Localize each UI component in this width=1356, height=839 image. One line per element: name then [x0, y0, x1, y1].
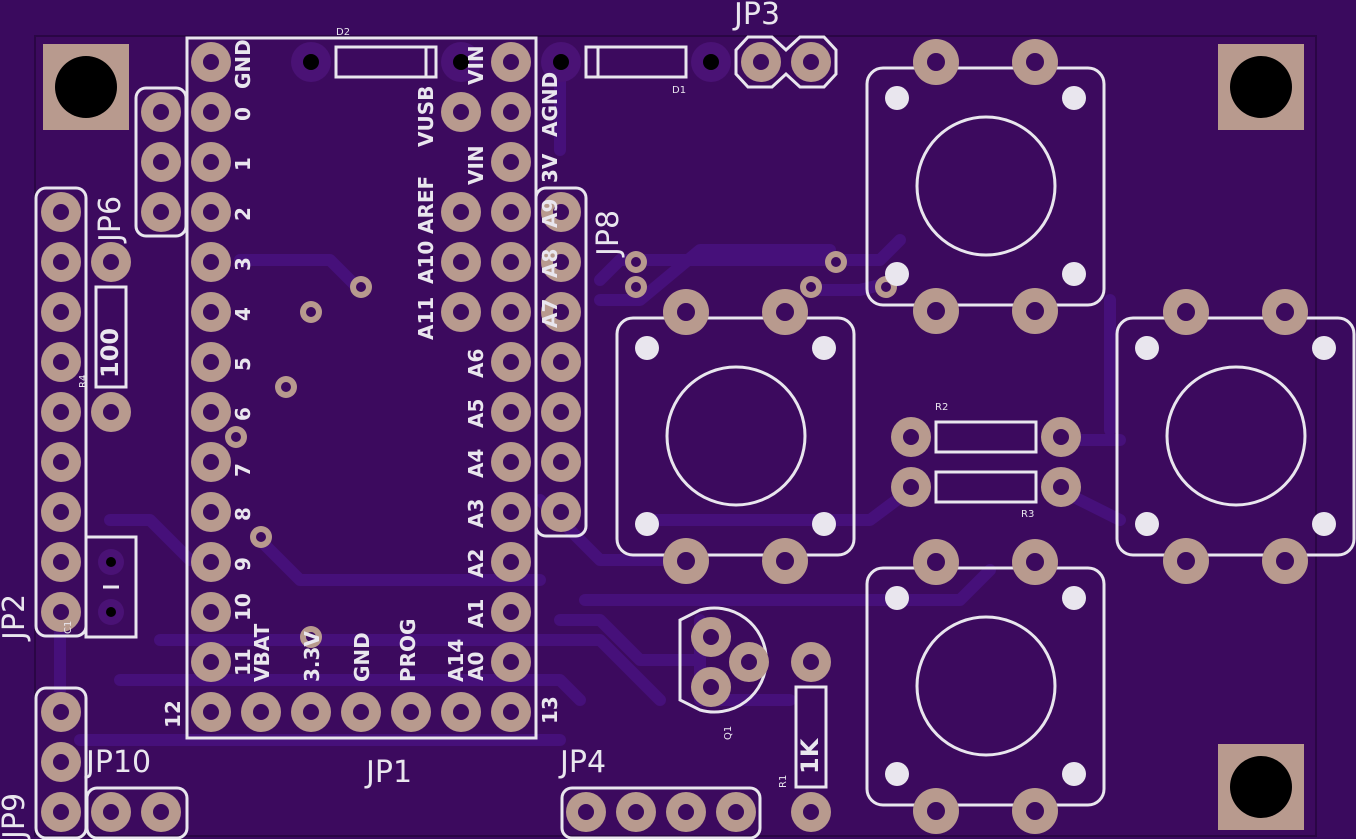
header-jp10 [85, 786, 189, 839]
pushbutton-top [865, 39, 1106, 334]
resistor-r1 [791, 642, 831, 832]
mounting-holes [43, 44, 1304, 830]
jp1-bottom-pads [241, 692, 481, 732]
header-jp2 [34, 186, 88, 638]
pushbutton-bottom [865, 539, 1106, 834]
capacitor-c1 [84, 535, 138, 639]
header-jp8 [534, 186, 588, 538]
resistor-r3 [891, 467, 1081, 507]
header-jp9 [34, 686, 88, 839]
jp1-inner-pads [441, 92, 481, 332]
jp1-right-pads [491, 42, 531, 732]
header-jp4 [560, 786, 762, 839]
pushbutton-left [615, 289, 856, 584]
header-jp6 [134, 86, 188, 238]
resistor-r2 [891, 417, 1081, 457]
header-jp3 [734, 35, 838, 89]
diode-d2 [291, 42, 481, 82]
resistor-r4 [91, 242, 131, 432]
jp1-left-pads [191, 42, 231, 732]
pushbutton-right [1115, 289, 1356, 584]
transistor-q1 [678, 606, 769, 714]
diode-d1 [541, 42, 731, 82]
